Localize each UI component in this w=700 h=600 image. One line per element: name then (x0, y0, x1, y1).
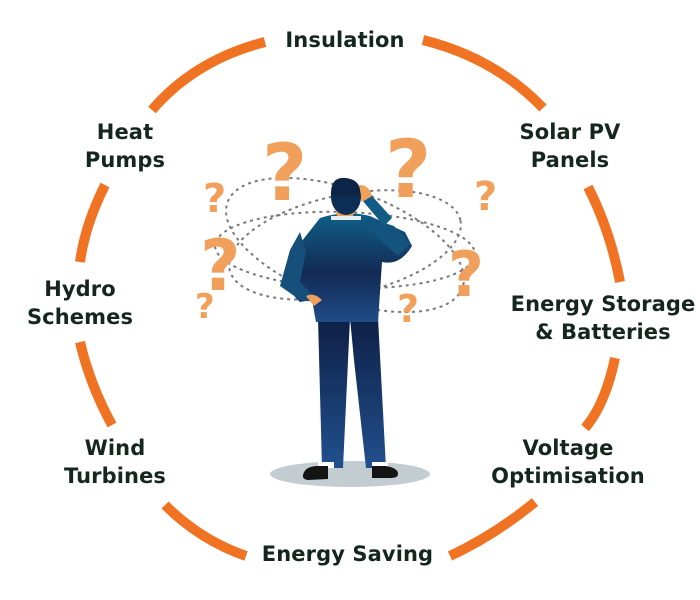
arc-wind-hydro (75, 340, 117, 428)
question-marks: ? ? ? ? ? ? ? ? (195, 123, 497, 331)
arc-saving-wind (161, 501, 248, 561)
question-mark-icon: ? (200, 225, 241, 307)
label-wind-turbines: Wind Turbines (63, 436, 167, 488)
arc-insulation-solar (421, 35, 547, 112)
question-mark-icon: ? (262, 129, 307, 219)
label-voltage-optimisation: Voltage Optimisation (491, 436, 645, 488)
question-mark-icon: ? (195, 287, 215, 327)
label-hydro-schemes: Hydro Schemes (26, 277, 134, 329)
question-mark-icon: ? (474, 174, 497, 220)
businessman-illustration (280, 177, 412, 480)
arc-insulation-heat (148, 37, 267, 114)
label-insulation: Insulation (285, 28, 405, 52)
arc-voltage-saving (447, 498, 539, 561)
question-mark-icon: ? (203, 176, 226, 222)
arc-hydro-heat (75, 182, 110, 263)
label-solar-pv-panels: Solar PV Panels (519, 120, 621, 172)
question-mark-icon: ? (397, 287, 419, 331)
arc-solar-storage (583, 184, 625, 283)
floor-shadow (270, 461, 430, 487)
label-energy-storage-batteries: Energy Storage & Batteries (510, 292, 696, 344)
ring-arcs (75, 35, 625, 561)
arc-storage-voltage (581, 356, 620, 432)
label-heat-pumps: Heat Pumps (84, 120, 166, 172)
question-mark-icon: ? (448, 238, 484, 311)
label-energy-saving: Energy Saving (261, 542, 434, 566)
question-mark-icon: ? (385, 123, 431, 216)
